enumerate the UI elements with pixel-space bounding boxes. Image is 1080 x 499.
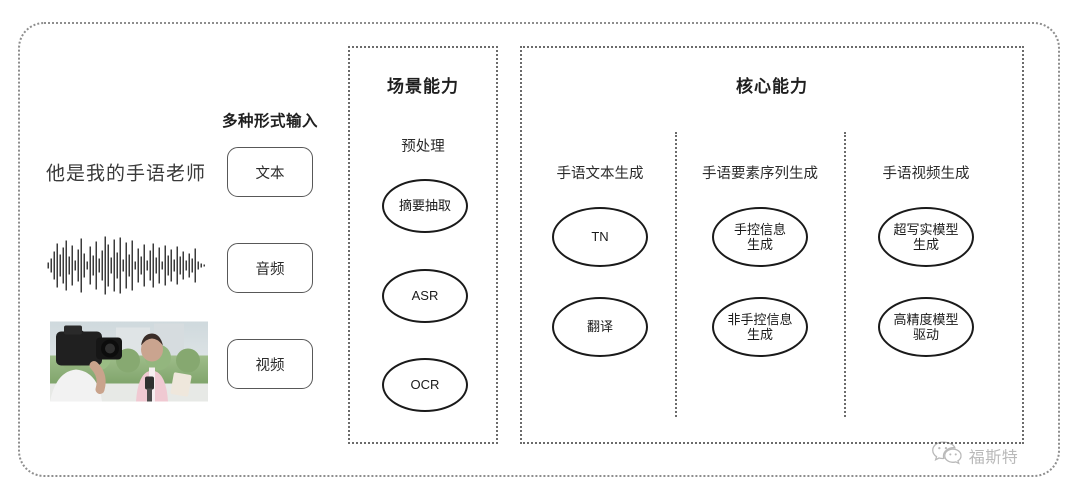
core-node-tn-label: TN bbox=[591, 229, 609, 245]
scene-node-ocr[interactable]: OCR bbox=[382, 358, 468, 412]
watermark-text: 福斯特 bbox=[968, 449, 1019, 466]
scene-capability-subtitle: 预处理 bbox=[401, 139, 445, 155]
core-node-highprecision-model[interactable]: 高精度模型 驱动 bbox=[878, 297, 974, 357]
modality-pill-video-label: 视频 bbox=[255, 357, 285, 374]
core-column-2-label: 手语要素序列生成 bbox=[702, 166, 818, 182]
scene-capability-box: 场景能力 预处理 摘要抽取 ASR OCR bbox=[348, 46, 498, 444]
core-node-tn[interactable]: TN bbox=[552, 207, 648, 267]
waveform-icon bbox=[46, 235, 210, 302]
outer-frame bbox=[18, 22, 1060, 477]
scene-node-summary[interactable]: 摘要抽取 bbox=[382, 179, 468, 233]
scene-node-asr-label: ASR bbox=[411, 288, 439, 304]
core-node-highprecision-model-label: 高精度模型 驱动 bbox=[893, 311, 959, 342]
core-column-divider-2 bbox=[844, 132, 846, 417]
modality-pill-video[interactable]: 视频 bbox=[227, 339, 313, 389]
core-node-photoreal-model-label: 超写实模型 生成 bbox=[893, 221, 959, 252]
core-node-nonmanual-info-label: 非手控信息 生成 bbox=[727, 311, 793, 342]
modality-pill-text[interactable]: 文本 bbox=[227, 147, 313, 197]
scene-node-ocr-label: OCR bbox=[410, 377, 440, 393]
core-node-translate-label: 翻译 bbox=[586, 319, 613, 335]
scene-node-asr[interactable]: ASR bbox=[382, 269, 468, 323]
wechat-bubbles-icon bbox=[932, 441, 962, 470]
core-node-manual-info-label: 手控信息 生成 bbox=[733, 221, 786, 252]
core-column-divider-1 bbox=[675, 132, 677, 417]
core-node-photoreal-model[interactable]: 超写实模型 生成 bbox=[878, 207, 974, 267]
core-node-translate[interactable]: 翻译 bbox=[552, 297, 648, 357]
modality-pill-audio[interactable]: 音频 bbox=[227, 243, 313, 293]
video-thumbnail-icon bbox=[50, 321, 208, 407]
modality-pill-text-label: 文本 bbox=[255, 165, 285, 182]
core-node-manual-info[interactable]: 手控信息 生成 bbox=[712, 207, 808, 267]
modality-pill-audio-label: 音频 bbox=[255, 261, 285, 278]
scene-capability-title: 场景能力 bbox=[387, 77, 459, 96]
watermark: 福斯特 bbox=[932, 441, 1019, 470]
core-capability-box: 核心能力 手语文本生成 TN 翻译 手语要素序列生成 手控信息 生成 非手控信息… bbox=[520, 46, 1024, 444]
core-column-3-label: 手语视频生成 bbox=[882, 166, 970, 182]
core-capability-title: 核心能力 bbox=[736, 77, 808, 96]
sample-text: 他是我的手语老师 bbox=[45, 163, 207, 185]
core-node-nonmanual-info[interactable]: 非手控信息 生成 bbox=[712, 297, 808, 357]
core-column-1-label: 手语文本生成 bbox=[556, 166, 644, 182]
scene-node-summary-label: 摘要抽取 bbox=[398, 198, 451, 214]
inputs-heading: 多种形式输入 bbox=[221, 113, 319, 130]
